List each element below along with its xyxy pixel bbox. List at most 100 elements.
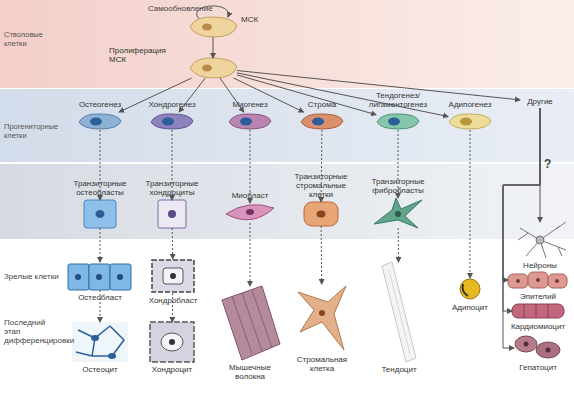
terminal-cell: Мышечные волокна bbox=[220, 286, 280, 360]
tendocyte bbox=[382, 262, 416, 362]
mature-cell: Остеобласт bbox=[68, 262, 132, 290]
transit-cell: Миобласт bbox=[226, 203, 274, 223]
lineage-arrow bbox=[100, 130, 101, 200]
row-label: Последний этап дифференцировки bbox=[4, 318, 62, 345]
lineage-arrow bbox=[321, 226, 323, 284]
msc-cell bbox=[190, 17, 237, 37]
band-background bbox=[0, 0, 574, 239]
transit-cell: Транзиторные остеобласты bbox=[84, 200, 116, 228]
terminal-cell: Стромальная клетка bbox=[296, 284, 348, 352]
progenitor-cell bbox=[312, 118, 324, 126]
osteoblast-cells bbox=[68, 264, 131, 290]
lineage-arrow bbox=[503, 108, 540, 311]
node-label: Тендоцит bbox=[369, 365, 429, 374]
progenitor-cell: Хондрогенез bbox=[150, 112, 194, 130]
progenitor-cell bbox=[388, 118, 400, 126]
band-background bbox=[0, 0, 574, 88]
lineage-arrow bbox=[321, 130, 323, 202]
epithelium bbox=[508, 272, 567, 288]
band: Стволовые клетки МСК Пролиферация МСК bbox=[0, 0, 574, 88]
lineage-arrow bbox=[250, 223, 251, 286]
node-label: Хондробласт bbox=[138, 296, 208, 305]
node-label: Адипогенез bbox=[434, 100, 506, 109]
stem-cell: МСК bbox=[189, 17, 237, 37]
chondrocyte bbox=[150, 322, 194, 362]
epithelium bbox=[536, 278, 540, 282]
progenitor-cell bbox=[377, 114, 419, 129]
mature-cell: Нейроны bbox=[515, 222, 565, 258]
lineage-arrow bbox=[237, 75, 376, 115]
osteocyte bbox=[72, 322, 128, 362]
node-label: Остеоцит bbox=[65, 365, 135, 374]
progenitor-cell bbox=[151, 114, 193, 129]
transit-cell: Транзиторные хондроциты bbox=[158, 200, 186, 228]
band: Прогениторные клеткиОстеогенезХондрогене… bbox=[0, 88, 574, 162]
lineage-arrow bbox=[213, 37, 214, 58]
node-label: Прогениторные клетки bbox=[4, 122, 60, 140]
progenitor-cell: Тендогенез/ лигаментогенез bbox=[376, 112, 420, 130]
node-label: Эпителий bbox=[508, 292, 568, 301]
lineage-arrow bbox=[398, 228, 399, 262]
transit-osteoblast bbox=[84, 200, 116, 228]
chondroblast bbox=[170, 273, 176, 279]
node-label: Стволовые клетки bbox=[4, 30, 60, 48]
transit-fibroblast bbox=[374, 198, 422, 228]
node-label: Транзиторные хондроциты bbox=[137, 179, 207, 197]
hepatocyte bbox=[524, 342, 529, 347]
transit-stromal-cell bbox=[304, 202, 338, 226]
msc-cell bbox=[190, 58, 237, 78]
cardiomyocyte bbox=[512, 304, 564, 318]
transit-fibroblast bbox=[395, 211, 401, 217]
node-label: Остеобласт bbox=[65, 293, 135, 302]
node-label: Миобласт bbox=[215, 191, 285, 200]
transit-chondrocyte bbox=[168, 210, 176, 218]
lineage-arrow bbox=[220, 78, 244, 112]
msc-cell bbox=[190, 17, 237, 37]
node-label: Транзиторные остеобласты bbox=[65, 179, 135, 197]
myoblast bbox=[226, 205, 274, 220]
node-label: Транзиторные стромальные клетки bbox=[285, 172, 357, 199]
chondrocyte bbox=[169, 339, 175, 345]
osteocyte bbox=[76, 326, 124, 356]
chondroblast bbox=[152, 260, 194, 292]
node-label: Остеогенез bbox=[64, 100, 136, 109]
msc-cell bbox=[190, 58, 237, 78]
node-label: Миогенез bbox=[214, 100, 286, 109]
lineage-arrow bbox=[179, 78, 205, 112]
progenitor-cell bbox=[229, 114, 271, 129]
node-label: Хондрогенез bbox=[136, 100, 208, 109]
lineage-arrow bbox=[237, 71, 520, 100]
transit-stromal-cell bbox=[304, 202, 338, 226]
edge-label: ? bbox=[544, 157, 551, 171]
node-label: Тендогенез/ лигаментогенез bbox=[361, 91, 435, 109]
transit-fibroblast bbox=[374, 198, 422, 228]
progenitor-cell: Строма bbox=[300, 112, 344, 130]
adipocyte bbox=[460, 279, 480, 299]
terminal-cell: Хондроцит bbox=[150, 322, 194, 362]
lineage-arrow bbox=[119, 78, 192, 112]
node-label: Адипоцит bbox=[440, 303, 500, 312]
lineage-arrow bbox=[503, 108, 540, 280]
chondroblast bbox=[163, 268, 183, 284]
osteocyte bbox=[72, 322, 128, 362]
muscle-fibers bbox=[232, 290, 272, 354]
progenitor-cell bbox=[449, 114, 491, 129]
lineage-arrow bbox=[398, 130, 399, 198]
lineage-arrow bbox=[100, 228, 101, 262]
hepatocyte bbox=[536, 342, 560, 358]
transit-stromal-cell bbox=[317, 211, 326, 218]
neuron bbox=[518, 222, 566, 258]
stromal-cell bbox=[298, 286, 346, 350]
epithelium bbox=[516, 279, 520, 283]
node-label: Пролиферация МСК bbox=[109, 46, 183, 64]
osteoblast-cells bbox=[68, 264, 89, 290]
progenitor-cell bbox=[449, 114, 491, 129]
progenitor-cell: Остеогенез bbox=[78, 112, 122, 130]
lineage-arrow bbox=[172, 130, 173, 200]
osteoblast-cells bbox=[89, 264, 110, 290]
node-label: Другие bbox=[520, 97, 560, 106]
msc-cell bbox=[202, 24, 212, 31]
transit-osteoblast bbox=[96, 210, 105, 218]
progenitor-cell bbox=[301, 114, 343, 129]
terminal-cell: Остеоцит bbox=[72, 322, 128, 362]
